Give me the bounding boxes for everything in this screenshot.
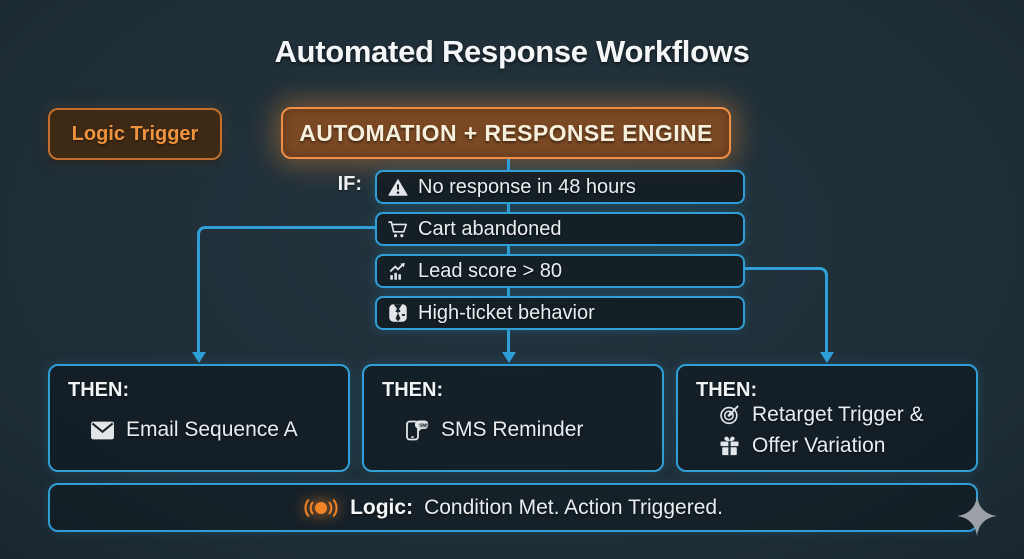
logic-status-text: Condition Met. Action Triggered. [424,495,723,519]
condition-label: Lead score > 80 [418,259,562,282]
condition-label: No response in 48 hours [418,175,636,198]
then-label: THEN: [68,379,130,401]
condition-no-response: No response in 48 hours [375,170,745,204]
gift-icon [718,434,741,457]
connector-condition-gap [507,288,510,296]
connector-condition-gap [507,204,510,212]
then-label: THEN: [382,379,444,401]
condition-label: Cart abandoned [418,217,562,240]
logic-trigger-badge: Logic Trigger [48,108,222,160]
logic-status-bar: Logic: Condition Met. Action Triggered. [48,483,978,532]
connector-branch-right [745,267,828,353]
connector-branch-left [197,226,376,353]
connector-branch-middle [507,330,510,353]
logic-trigger-label: Logic Trigger [71,122,199,145]
logic-status-bold: Logic: [350,495,414,519]
then-label: THEN: [696,379,758,401]
if-label: IF: [337,173,362,195]
target-icon [718,403,741,426]
action-line: Offer Variation [718,434,976,458]
warning-icon [387,176,409,198]
chart-up-icon [387,260,409,282]
action-line: Email Sequence A [90,418,348,442]
action-box-sms: THEN: SMS SMS Reminder [362,364,664,472]
connector-engine-to-condition [507,159,510,170]
condition-cart-abandoned: Cart abandoned [375,212,745,246]
page-title: Automated Response Workflows [274,34,750,69]
cart-icon [387,218,409,240]
pulse-icon [303,495,339,521]
sms-phone-icon: SMS [404,418,430,442]
arrow-down-left [191,352,206,363]
condition-label: High-ticket behavior [418,301,595,324]
action-line: SMS SMS Reminder [404,418,662,442]
automation-engine-node: AUTOMATION + RESPONSE ENGINE [281,107,731,159]
action-box-email: THEN: Email Sequence A [48,364,350,472]
condition-high-ticket: High-ticket behavior [375,296,745,330]
action-label: Offer Variation [752,433,886,457]
arrow-down-middle [501,352,516,363]
action-line: Retarget Trigger & [718,403,976,427]
svg-text:SMS: SMS [419,423,430,429]
arrow-down-right [819,352,834,363]
automation-engine-label: AUTOMATION + RESPONSE ENGINE [299,119,713,146]
action-box-retarget: THEN: Retarget Trigger & Offer Variation [676,364,978,472]
connector-condition-gap [507,246,510,254]
action-label: Email Sequence A [126,418,298,441]
shirt-tie-icon [387,302,409,324]
action-label: Retarget Trigger & [752,402,924,426]
action-label: SMS Reminder [441,418,584,441]
envelope-icon [90,420,115,441]
sparkle-icon [955,494,999,538]
condition-lead-score: Lead score > 80 [375,254,745,288]
